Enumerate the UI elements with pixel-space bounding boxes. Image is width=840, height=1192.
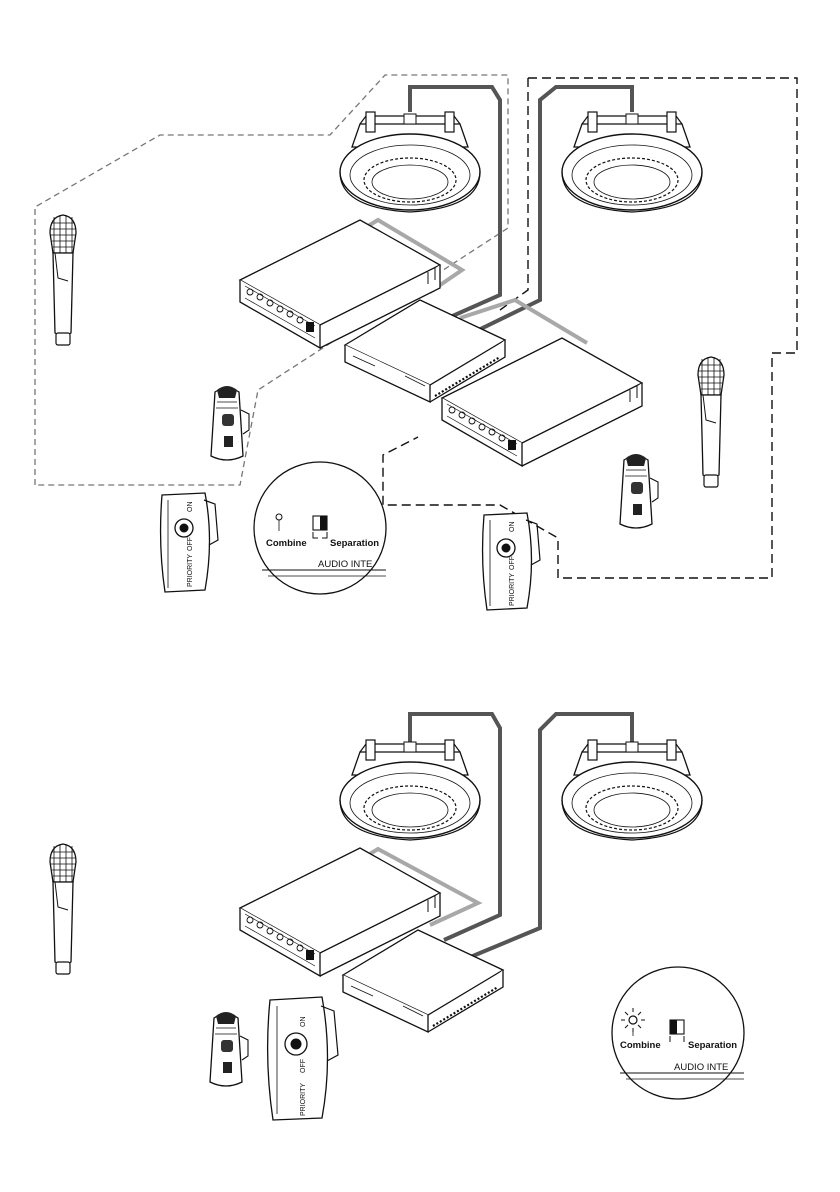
ceiling-speaker-left [340, 112, 480, 212]
ceiling-speaker-right [562, 112, 702, 212]
ceiling-speaker-left-bottom [340, 740, 480, 840]
mode-switch-callout-top: Combine Separation AUDIO INTE [254, 462, 386, 594]
ceiling-speaker-right-bottom [562, 740, 702, 840]
clip-mic-bottom [210, 1012, 248, 1086]
pack-a-label-on: ON [187, 502, 194, 513]
zone-b-link [500, 78, 528, 310]
switch-label-separation-top: Separation [330, 538, 379, 549]
pack-b-label-off: OFF [509, 556, 516, 570]
pack-a-label-off: OFF [187, 537, 194, 551]
pack-b-label-on: ON [509, 522, 516, 533]
pack-bottom-label-priority: PRIORITY [300, 1083, 307, 1116]
clip-mic-a [211, 386, 249, 460]
mode-switch-callout-bottom: Combine Separation AUDIO INTE [612, 967, 744, 1099]
bottom-panel: PRIORITY OFF ON Combine Separation AUDIO… [50, 714, 744, 1120]
body-pack-a: PRIORITY OFF ON [161, 493, 218, 592]
switch-label-separation-bottom: Separation [688, 1040, 737, 1051]
pack-bottom-label-on: ON [300, 1017, 307, 1028]
top-panel: PRIORITY OFF ON PRIORITY OFF ON Combine … [35, 75, 797, 610]
handheld-mic-bottom [50, 844, 76, 974]
switch-label-combine-bottom: Combine [620, 1040, 661, 1051]
pack-a-label-priority: PRIORITY [187, 554, 194, 587]
handheld-mic-b [698, 357, 724, 487]
panel-label-bottom: AUDIO INTE [674, 1062, 728, 1073]
pack-bottom-label-off: OFF [300, 1059, 307, 1073]
panel-label-top: AUDIO INTE [318, 559, 372, 570]
pack-b-label-priority: PRIORITY [509, 573, 516, 606]
body-pack-b: PRIORITY OFF ON [483, 513, 540, 610]
body-pack-bottom: PRIORITY OFF ON [268, 997, 338, 1120]
clip-mic-b [620, 454, 658, 528]
switch-label-combine-top: Combine [266, 538, 307, 549]
handheld-mic-a [50, 215, 76, 345]
